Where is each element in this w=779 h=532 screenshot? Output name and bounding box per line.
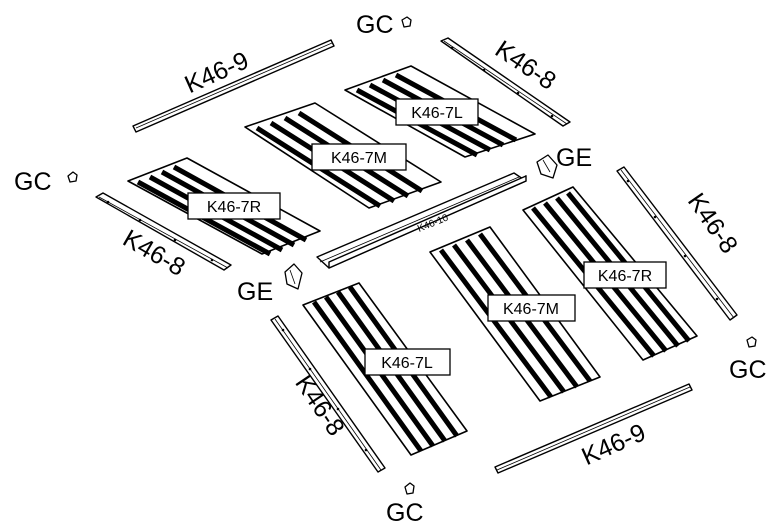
- fitting-ge-lower: GE: [237, 263, 303, 306]
- corner-cap-icon: [401, 16, 412, 28]
- panel-bottom-left-label-text: K46-7L: [381, 355, 433, 372]
- panel-top-right-label-text: K46-7L: [411, 105, 463, 122]
- fitting-gc-left-label: GC: [14, 168, 52, 196]
- fitting-gc-top-label: GC: [356, 11, 394, 39]
- panel-bottom-right-label: K46-7R: [583, 261, 667, 289]
- rail-left-short: [95, 192, 232, 271]
- rail-ridge: [316, 172, 527, 269]
- panel-top-left-label-text: K46-7R: [207, 199, 261, 216]
- panel-bottom-left: K46-7L: [302, 282, 468, 456]
- fitting-gc-right: GC: [729, 336, 767, 384]
- panel-top-left-label: K46-7R: [187, 192, 281, 220]
- fitting-gc-bottom: GC: [386, 482, 424, 527]
- panel-bottom-right: K46-7R: [522, 186, 698, 361]
- rail-bottom-left-short: [270, 315, 386, 473]
- fitting-gc-top: GC: [356, 11, 412, 39]
- rail-right-short-label: K46-8: [682, 188, 743, 259]
- fitting-ge-lower-label: GE: [237, 278, 273, 306]
- gable-end-bracket-icon: [284, 263, 303, 290]
- panel-top-middle-label: K46-7M: [311, 143, 407, 171]
- fitting-gc-right-label: GC: [729, 356, 767, 384]
- corner-cap-icon: [404, 482, 415, 495]
- panel-top-middle-label-text: K46-7M: [331, 150, 387, 167]
- rail-left-short-label: K46-8: [118, 224, 190, 282]
- rail-bottom-long: [494, 383, 693, 474]
- fitting-ge-upper: GE: [536, 144, 592, 179]
- fitting-gc-bottom-label: GC: [386, 499, 424, 527]
- panel-top-right-label: K46-7L: [395, 98, 479, 126]
- panel-bottom-middle-label-text: K46-7M: [503, 301, 559, 318]
- panel-top-middle: K46-7M: [244, 102, 442, 209]
- rail-right-short: [616, 166, 738, 321]
- panel-bottom-middle-label: K46-7M: [487, 294, 576, 322]
- fitting-ge-upper-label: GE: [556, 144, 592, 172]
- corner-cap-icon: [67, 171, 78, 183]
- corner-cap-icon: [746, 336, 757, 348]
- panel-bottom-middle: K46-7M: [429, 226, 601, 402]
- rail-top-right-short-label: K46-8: [490, 35, 561, 96]
- panel-top-right: K46-7L: [344, 65, 536, 158]
- fitting-gc-left: GC: [14, 168, 78, 196]
- rail-top-right-short: [440, 37, 571, 127]
- panel-top-left: K46-7R: [127, 157, 321, 257]
- rail-bottom-long-label: K46-9: [578, 418, 650, 471]
- rail-top-long: [132, 39, 335, 133]
- panel-bottom-right-label-text: K46-7R: [598, 268, 652, 285]
- panel-bottom-left-label: K46-7L: [364, 348, 451, 376]
